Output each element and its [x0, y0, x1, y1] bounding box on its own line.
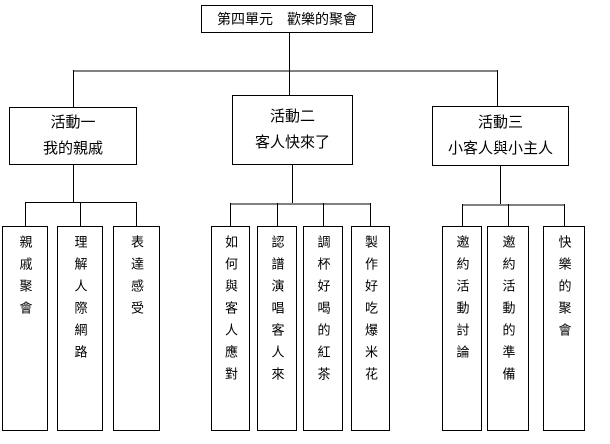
connector-leaf2-stub — [80, 202, 81, 227]
connector-leaf6-stub — [323, 203, 324, 226]
leaf-label-2: 理解人際網路 — [72, 235, 88, 367]
leaf-node-2: 理解人際網路 — [57, 226, 103, 431]
root-title: 第四單元 歡樂的聚會 — [217, 11, 357, 27]
leaf-label-3: 表達感受 — [129, 235, 144, 323]
activity1-title: 活動一 — [50, 114, 96, 131]
leaf-label-10: 快樂的聚會 — [556, 235, 572, 345]
leaf-label-9: 邀約活動的準備 — [500, 235, 516, 389]
activity3-subtitle: 小客人與小主人 — [447, 140, 553, 157]
leaf-label-8: 邀約活動討論 — [454, 235, 470, 367]
connector-leaf8-stub — [462, 204, 463, 226]
leaf-node-5: 認譜演唱客人來 — [257, 226, 297, 431]
connector-group2-rail — [230, 203, 371, 205]
connector-group1-drop — [73, 165, 74, 202]
connector-activity1-drop — [73, 70, 74, 107]
activity1-node: 活動一 我的親戚 — [9, 107, 137, 165]
connector-activity3-drop — [497, 70, 498, 106]
connector-group1-rail — [25, 202, 137, 203]
leaf-node-4: 如何與客人應對 — [211, 226, 250, 431]
leaf-label-6: 調杯好喝的紅茶 — [315, 235, 331, 389]
root-node: 第四單元 歡樂的聚會 — [201, 5, 373, 33]
connector-activity2-drop — [289, 70, 290, 95]
connector-leaf1-stub — [25, 202, 26, 227]
leaf-label-7: 製作好吃爆米花 — [363, 235, 378, 389]
connector-leaf10-stub — [564, 204, 565, 226]
leaf-node-10: 快樂的聚會 — [543, 226, 585, 431]
connector-group3-rail — [462, 204, 565, 206]
activity2-title: 活動二 — [269, 108, 315, 125]
leaf-label-4: 如何與客人應對 — [223, 235, 238, 389]
connector-leaf5-stub — [277, 203, 278, 226]
activity3-node: 活動三 小客人與小主人 — [432, 106, 569, 166]
leaf-node-7: 製作好吃爆米花 — [351, 226, 390, 431]
leaf-label-1: 親戚聚會 — [17, 235, 33, 323]
leaf-node-9: 邀約活動的準備 — [487, 226, 529, 431]
connector-group2-drop — [292, 165, 293, 203]
activity1-subtitle: 我的親戚 — [42, 140, 103, 157]
leaf-label-5: 認譜演唱客人來 — [269, 235, 285, 389]
leaf-node-6: 調杯好喝的紅茶 — [303, 226, 343, 431]
connector-leaf9-stub — [508, 204, 509, 226]
activity2-node: 活動二 客人快來了 — [232, 95, 353, 165]
connector-leaf3-stub — [136, 202, 137, 227]
activity3-title: 活動三 — [477, 114, 523, 131]
leaf-node-8: 邀約活動討論 — [442, 226, 482, 431]
connector-root-drop — [289, 33, 290, 71]
connector-leaf4-stub — [230, 203, 231, 226]
connector-tier1-rail — [73, 70, 498, 72]
activity2-subtitle: 客人快來了 — [254, 134, 330, 151]
connector-group3-drop — [500, 166, 501, 204]
leaf-node-1: 親戚聚會 — [2, 226, 48, 431]
connector-leaf7-stub — [370, 203, 371, 226]
leaf-node-3: 表達感受 — [113, 226, 160, 431]
